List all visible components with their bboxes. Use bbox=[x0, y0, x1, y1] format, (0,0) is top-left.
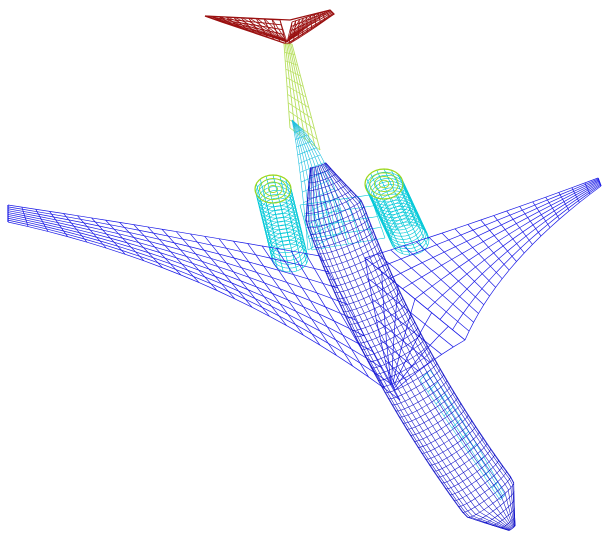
fuselage bbox=[305, 162, 516, 531]
right-wing bbox=[364, 177, 602, 391]
horizontal-tail bbox=[204, 9, 335, 45]
left-engine-nacelle bbox=[254, 174, 309, 273]
left-wing bbox=[7, 204, 401, 401]
right-engine-nacelle bbox=[364, 168, 430, 256]
vertical-tail bbox=[283, 43, 321, 151]
fuselage-aft-section bbox=[291, 119, 506, 501]
